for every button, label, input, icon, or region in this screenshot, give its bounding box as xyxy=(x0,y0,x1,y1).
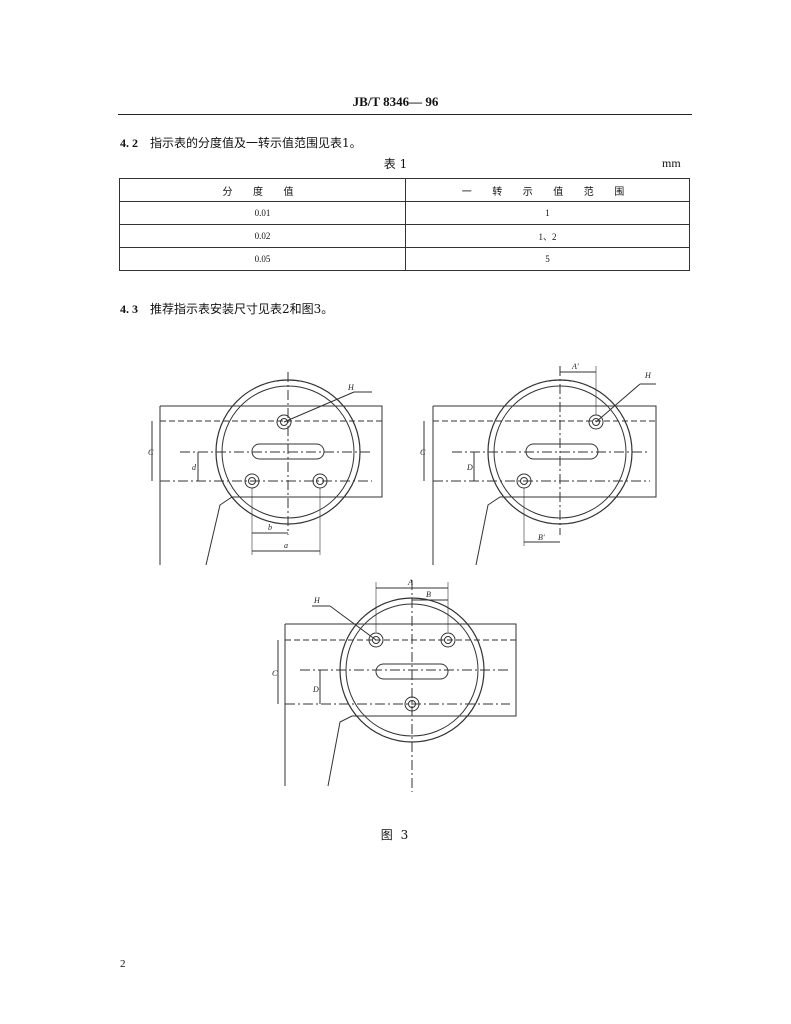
clause-text: 推荐指示表安装尺寸见表2和图3。 xyxy=(150,302,334,316)
table-row: 0.01 1 xyxy=(119,201,690,225)
clause-text: 指示表的分度值及一转示值范围见表1。 xyxy=(150,136,362,150)
table-cell: 1、2 xyxy=(405,224,690,248)
label-b: b xyxy=(268,523,272,532)
label-B: B xyxy=(426,590,431,599)
header-cell: 一 转 示 值 范 围 xyxy=(405,178,690,202)
clause-4-3: 4. 3 推荐指示表安装尺寸见表2和图3。 xyxy=(120,300,333,317)
table-row: 0.05 5 xyxy=(119,247,690,271)
table-caption: 表 1 xyxy=(383,157,408,171)
figure-3-drawing: H C d b a H A' C D B' H A B C D xyxy=(148,362,657,792)
table-cell: 0.05 xyxy=(119,247,406,271)
page-header: JB/T 8346— 96 xyxy=(352,94,439,109)
header-cell: 分 度 值 xyxy=(119,178,406,202)
page-number: 2 xyxy=(120,958,126,970)
table-row: 0.02 1、2 xyxy=(119,224,690,248)
clause-number: 4. 2 xyxy=(120,136,138,150)
table-cell: 0.01 xyxy=(119,201,406,225)
label-C: C xyxy=(272,669,278,678)
view-bottom xyxy=(277,580,517,792)
table-cell: 0.02 xyxy=(119,224,406,248)
label-H: H xyxy=(644,371,652,380)
label-A: A xyxy=(407,578,413,587)
label-D: D xyxy=(466,463,473,472)
view-top-left xyxy=(151,372,383,566)
table-header-row: 分 度 值 一 转 示 值 范 围 xyxy=(119,178,690,202)
table-1: 分 度 值 一 转 示 值 范 围 0.01 1 0.02 1、2 0.05 5 xyxy=(119,178,690,271)
view-top-right xyxy=(423,366,657,566)
label-D: D xyxy=(312,685,319,694)
label-A-prime: A' xyxy=(571,362,579,371)
label-C: C xyxy=(420,448,426,457)
label-H: H xyxy=(347,383,355,392)
clause-4-2: 4. 2 指示表的分度值及一转示值范围见表1。 xyxy=(120,134,362,151)
label-C: C xyxy=(148,448,154,457)
header-rule xyxy=(118,114,692,115)
label-d: d xyxy=(192,463,197,472)
table-cell: 5 xyxy=(405,247,690,271)
figure-caption: 图 3 xyxy=(380,828,411,842)
label-H: H xyxy=(313,596,321,605)
figure-labels: H C d b a H A' C D B' H A B C D xyxy=(148,362,652,694)
label-a: a xyxy=(284,541,288,550)
label-B-prime: B' xyxy=(538,533,545,542)
clause-number: 4. 3 xyxy=(120,302,138,316)
table-cell: 1 xyxy=(405,201,690,225)
table-unit: mm xyxy=(662,156,681,170)
